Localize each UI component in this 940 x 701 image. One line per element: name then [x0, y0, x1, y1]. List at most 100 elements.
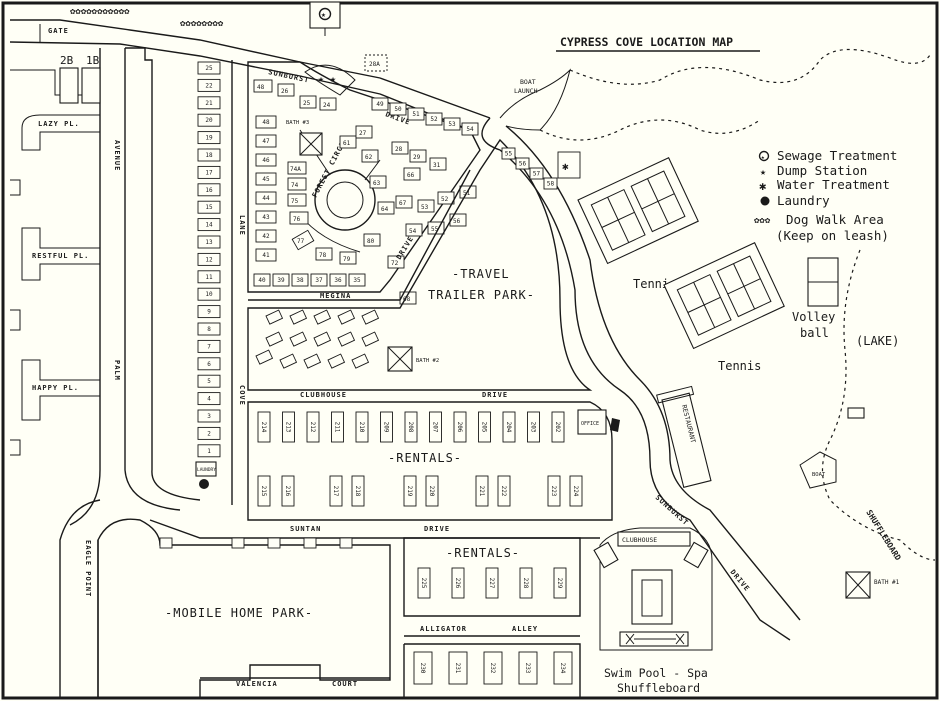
- cove-lot-22: 22: [197, 78, 221, 92]
- laundry-building: LAUNDRY: [197, 467, 216, 473]
- sewage-legend-icon: [758, 150, 770, 162]
- rentals-mid-block: [403, 537, 581, 617]
- office-building: OFFICE: [581, 421, 599, 427]
- boat-lot-57: 57: [529, 167, 544, 180]
- svg-text:2: 2: [207, 430, 211, 437]
- svg-text:227: 227: [488, 578, 495, 589]
- cove-lot-17: 17: [197, 165, 221, 179]
- eagle-point-label: EAGLE POINT: [84, 540, 92, 597]
- cove-lot-2: 2: [197, 426, 221, 440]
- map-title: CYPRESS COVE LOCATION MAP: [560, 35, 733, 49]
- svg-text:67: 67: [399, 200, 407, 207]
- lot-2b-1b: 2B 1B: [59, 54, 101, 104]
- svg-text:204: 204: [505, 422, 512, 433]
- svg-text:10: 10: [205, 291, 213, 298]
- svg-text:21: 21: [205, 100, 213, 107]
- clubhouse-compound: [599, 527, 713, 651]
- swim-pool: [631, 569, 673, 625]
- laundry-legend-icon: [760, 196, 770, 206]
- svg-text:4: 4: [207, 396, 211, 403]
- rental-215: 215: [257, 475, 271, 507]
- svg-text:18: 18: [205, 152, 213, 159]
- svg-text:54: 54: [466, 126, 474, 133]
- bath-3-building: BATH #3: [286, 120, 323, 156]
- rental-209: 209: [380, 411, 393, 443]
- svg-text:222: 222: [500, 486, 507, 497]
- sunburst-lot-51: 51: [407, 107, 425, 121]
- dogwalk-legend-icon: ✿✿✿: [754, 216, 771, 226]
- alligator-label: ALLIGATOR: [420, 625, 467, 633]
- svg-text:3: 3: [207, 413, 211, 420]
- swim-pool-label: Swim Pool - Spa: [604, 666, 708, 680]
- forest-lot-36: 36: [329, 273, 347, 287]
- cove-lot-8: 8: [197, 322, 221, 336]
- svg-text:219: 219: [406, 486, 413, 497]
- svg-text:20: 20: [205, 117, 213, 124]
- happy-pl-label: HAPPY PL.: [32, 384, 79, 392]
- svg-text:58: 58: [547, 181, 555, 188]
- rental-206: 206: [453, 411, 467, 443]
- entrance-road-lower: [9, 41, 471, 131]
- restaurant-building: RESTAURANT: [656, 385, 712, 488]
- rentals-label-2: -RENTALS-: [446, 546, 520, 560]
- palm-label: PALM: [113, 360, 121, 381]
- svg-text:234: 234: [559, 663, 566, 674]
- svg-text:216: 216: [284, 486, 291, 497]
- svg-text:63: 63: [373, 180, 381, 187]
- clubhouse-building: CLUBHOUSE: [622, 536, 657, 544]
- svg-text:223: 223: [550, 486, 557, 497]
- rental-222: 222: [497, 475, 511, 507]
- lake-shore-mid: [539, 119, 761, 141]
- svg-text:31: 31: [433, 162, 441, 169]
- clubhouse-drive-label: CLUBHOUSE: [300, 391, 347, 399]
- forest-lot-45: 45: [255, 172, 277, 186]
- svg-text:1: 1: [207, 448, 211, 455]
- lane-label: LANE: [238, 215, 246, 236]
- cove-label: COVE: [238, 385, 246, 406]
- svg-text:49: 49: [376, 101, 384, 108]
- rental-216: 216: [281, 475, 295, 507]
- legend-dogwalk: Dog Walk Area: [786, 212, 884, 227]
- eagle-point-road: [59, 499, 101, 698]
- svg-text:14: 14: [205, 222, 213, 229]
- rental-230: 230: [413, 651, 433, 685]
- cove-lot-7: 7: [197, 339, 221, 353]
- svg-text:24: 24: [323, 102, 331, 109]
- boat-label: BOAT: [812, 472, 826, 478]
- sunburst-drive-east: [481, 117, 791, 641]
- suntan-label: SUNTAN: [290, 525, 321, 533]
- lot-28a: 28A: [369, 61, 380, 68]
- rental-226: 226: [451, 567, 465, 599]
- svg-text:✿✿✿✿✿✿✿✿: ✿✿✿✿✿✿✿✿: [180, 19, 224, 29]
- svg-text:19: 19: [205, 135, 213, 142]
- cove-lane-west: [125, 47, 201, 501]
- svg-text:27: 27: [359, 130, 367, 137]
- svg-text:211: 211: [334, 422, 341, 433]
- lake-shore-south: [821, 249, 936, 561]
- svg-text:206: 206: [456, 422, 463, 433]
- avenue-label: AVENUE: [113, 140, 121, 171]
- svg-text:210: 210: [358, 422, 365, 433]
- forest-lot-40: 40: [253, 273, 271, 287]
- svg-text:BATH #3: BATH #3: [286, 120, 309, 126]
- valencia-label: VALENCIA: [236, 680, 278, 688]
- svg-text:64: 64: [381, 206, 389, 213]
- sunburst-lot-50: 50: [389, 102, 407, 116]
- legend-water: Water Treatment: [777, 177, 890, 192]
- cove-lot-11: 11: [197, 270, 221, 284]
- svg-text:48: 48: [257, 84, 265, 91]
- rental-219: 219: [403, 475, 417, 507]
- forest-lot-46: 46: [255, 153, 277, 167]
- svg-text:205: 205: [481, 422, 488, 433]
- rental-227: 227: [485, 567, 499, 599]
- svg-text:76: 76: [293, 216, 301, 223]
- svg-text:40: 40: [258, 277, 266, 284]
- svg-text:39: 39: [277, 277, 285, 284]
- dog-walk-top-row: ✿✿✿✿✿✿✿✿✿✿✿ ✿✿✿✿✿✿✿✿: [70, 7, 224, 29]
- legend-dump: Dump Station: [777, 163, 867, 178]
- svg-text:25: 25: [205, 65, 213, 72]
- svg-text:52: 52: [441, 196, 449, 203]
- svg-text:209: 209: [383, 422, 390, 433]
